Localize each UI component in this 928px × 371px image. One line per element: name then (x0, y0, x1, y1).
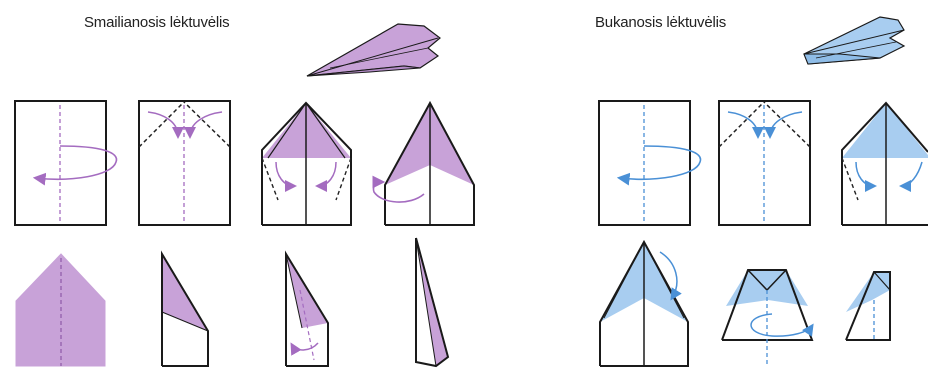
pointed-step-1 (14, 100, 118, 226)
finished-blunt-plane-illustration (803, 16, 906, 65)
blunt-step-1 (598, 100, 702, 226)
pointed-step-5 (15, 253, 106, 367)
blunt-step-5 (721, 269, 814, 366)
pointed-step-4 (372, 100, 475, 226)
pointed-step-6 (161, 250, 209, 367)
blunt-step-3 (841, 101, 928, 226)
blunt-step-6 (845, 271, 891, 341)
blunt-step-4 (599, 239, 689, 367)
pointed-step-7 (285, 250, 329, 367)
blunt-step-2 (718, 100, 811, 226)
finished-pointed-plane-illustration (306, 23, 441, 77)
blunt-plane-title: Bukanosis lėktuvėlis (595, 14, 727, 31)
pointed-plane-title: Smailianosis lėktuvėlis (84, 14, 230, 31)
pointed-step-3 (261, 101, 352, 226)
pointed-step-8 (415, 237, 450, 368)
pointed-step-2 (138, 100, 231, 226)
